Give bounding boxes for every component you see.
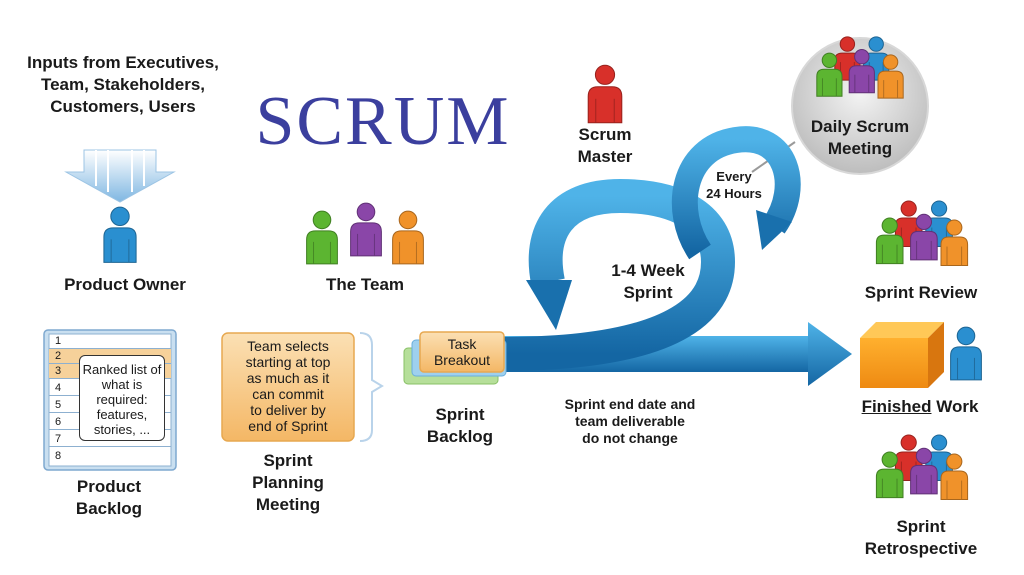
- team-person-icon: [350, 202, 382, 257]
- sprint-backlog-stack: [403, 331, 507, 385]
- finished-work-person-icon: [950, 326, 982, 381]
- task-breakout-text: Task Breakout: [433, 336, 491, 368]
- backlog-row: 1: [49, 334, 171, 349]
- backlog-row: 8: [55, 450, 62, 462]
- scrum-title: SCRUM: [255, 83, 511, 160]
- product-owner-label: Product Owner: [64, 275, 186, 294]
- finished-word: Finished: [861, 397, 932, 416]
- planning-box-text: Team selects starting at top as much as …: [245, 338, 331, 434]
- work-word: Work: [931, 397, 979, 416]
- planning-box: [221, 332, 384, 442]
- daily-scrum-person-icon: [816, 52, 843, 97]
- people-icons: [103, 36, 982, 501]
- finished-work-label: Finished Work: [845, 396, 995, 418]
- daily-scrum-person-icon: [848, 49, 875, 94]
- product-backlog-label: Product Backlog: [75, 477, 143, 518]
- ranked-list-note: Ranked list of what is required: feature…: [79, 355, 165, 441]
- team-person-icon: [306, 210, 338, 265]
- product-owner-person-icon: [103, 206, 137, 263]
- scrum-master-person-icon: [587, 64, 623, 124]
- retrospective-person-icon: [940, 453, 969, 501]
- retrospective-person-icon: [910, 447, 938, 495]
- sprint-loop-label: 1-4 Week Sprint: [611, 261, 685, 302]
- daily-scrum-label: Daily Scrum Meeting: [810, 117, 910, 158]
- backlog-row: 7: [49, 432, 171, 447]
- sprint-backlog-label: Sprint Backlog: [426, 405, 494, 446]
- inputs-arrow-icon: [64, 149, 176, 203]
- every-24-hours-label: Every 24 Hours: [706, 169, 762, 201]
- daily-scrum-person-icon: [877, 54, 904, 99]
- sprint-review-person-icon: [875, 217, 904, 265]
- the-team-label: The Team: [325, 275, 405, 294]
- retrospective-person-icon: [875, 451, 904, 499]
- sprint-note-label: Sprint end date and team deliverable do …: [564, 396, 696, 446]
- sprint-loop-arrow: [499, 178, 736, 371]
- team-person-icon: [392, 210, 424, 265]
- sprint-retrospective-label: Sprint Retrospective: [864, 517, 978, 558]
- sprint-review-person-icon: [910, 213, 938, 261]
- inputs-label: Inputs from Executives, Team, Stakeholde…: [27, 53, 219, 116]
- finished-work-cube-icon: [860, 322, 944, 388]
- daily-loop-arrow: [671, 126, 801, 260]
- scrum-master-label: Scrum Master: [577, 125, 633, 166]
- sprint-review-label: Sprint Review: [864, 283, 978, 302]
- sprint-planning-label: Sprint Planning Meeting: [252, 451, 324, 514]
- sprint-review-person-icon: [940, 219, 969, 267]
